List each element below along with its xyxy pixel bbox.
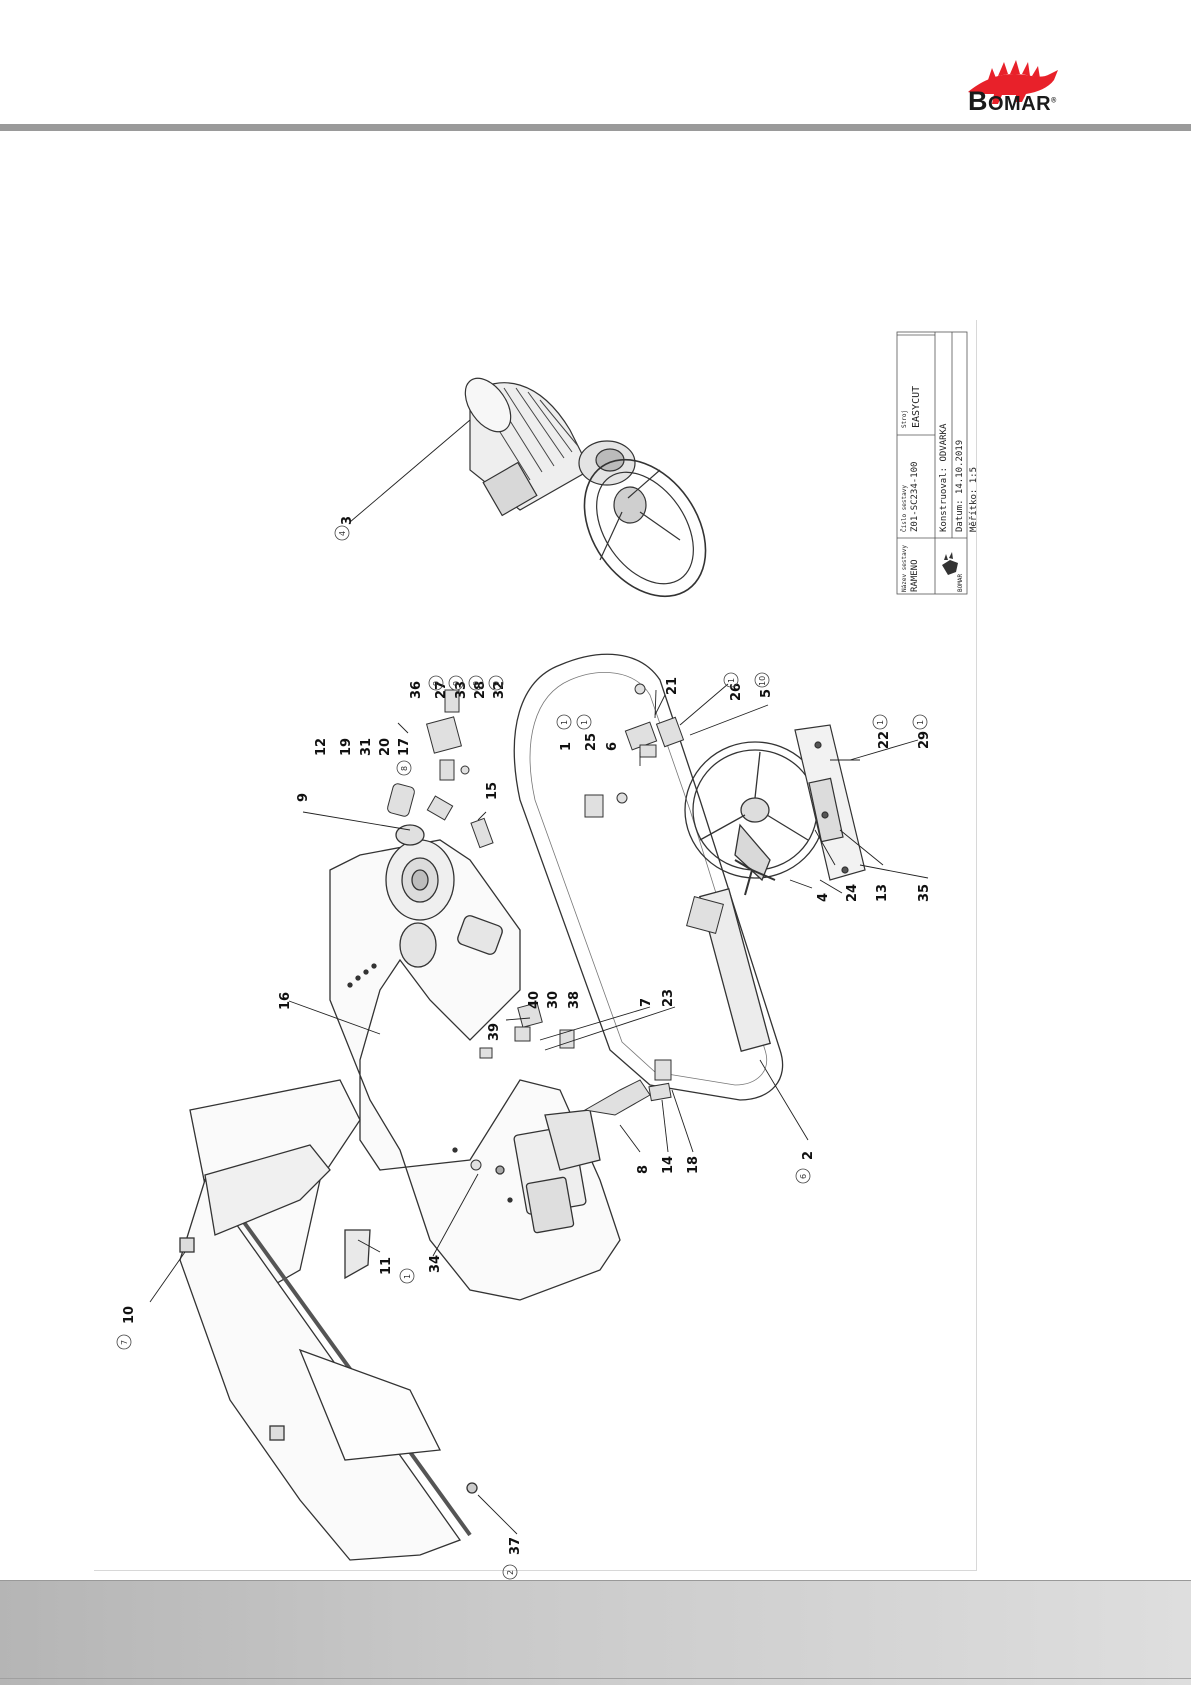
part-label-24: 24 <box>845 884 860 902</box>
part-label-7: 7 <box>639 998 654 1007</box>
qty-label-10: 7 <box>120 1340 129 1345</box>
part-label-39: 39 <box>487 1023 502 1041</box>
part-label-29: 29 <box>917 731 932 749</box>
part-label-19: 19 <box>339 738 354 756</box>
motor-gearbox-assembly <box>456 370 731 619</box>
qty-label-5: 10 <box>758 676 767 686</box>
qty-label-33: 9 <box>452 681 461 686</box>
saw-arm-frame <box>330 825 620 1300</box>
part-label-3: 3 <box>340 516 355 525</box>
part-label-31: 31 <box>359 738 374 756</box>
qty-label-2: 6 <box>799 1174 808 1179</box>
qty-label-1: 1 <box>560 720 569 725</box>
qty-label-26: 1 <box>727 678 736 683</box>
part-label-4: 4 <box>816 893 831 902</box>
part-label-9: 9 <box>296 793 311 802</box>
part-label-2: 2 <box>801 1151 816 1160</box>
part-label-5: 5 <box>759 689 774 698</box>
date: Datum: 14.10.2019 <box>955 440 965 532</box>
part-label-23: 23 <box>661 989 676 1007</box>
qty-label-29: 1 <box>916 720 925 725</box>
part-label-15: 15 <box>485 782 500 800</box>
machine-name: EASYCUT <box>911 386 922 428</box>
part-label-10: 10 <box>122 1306 137 1324</box>
blade-cover <box>180 1080 477 1560</box>
qty-label-17: 8 <box>400 766 409 771</box>
qty-label-3: 4 <box>338 531 347 536</box>
part-label-13: 13 <box>875 884 890 902</box>
part-label-18: 18 <box>686 1156 701 1174</box>
part-label-17: 17 <box>397 738 412 756</box>
quantity-markers <box>117 526 927 1579</box>
assembly-number: Z01-SC234-100 <box>910 462 920 532</box>
quantity-labels: 4 8 9 9 9 9 1 1 1 10 1 1 6 7 1 2 <box>120 531 925 1575</box>
part-label-12: 12 <box>314 738 329 756</box>
qty-label-32: 9 <box>492 681 501 686</box>
qty-label-11: 1 <box>403 1274 412 1279</box>
part-label-25: 25 <box>584 733 599 751</box>
assembly-name-caption: Název sestavy <box>901 545 908 592</box>
part-label-1: 1 <box>559 742 574 751</box>
part-label-6: 6 <box>605 742 620 751</box>
machine-caption: Stroj <box>901 410 908 428</box>
part-label-38: 38 <box>567 991 582 1009</box>
part-label-20: 20 <box>378 738 393 756</box>
scale: Měřítko: 1:5 <box>969 467 979 532</box>
part-label-36: 36 <box>409 681 424 699</box>
part-label-35: 35 <box>917 884 932 902</box>
part-label-40: 40 <box>527 991 542 1009</box>
part-label-37: 37 <box>508 1537 523 1555</box>
qty-label-27: 9 <box>432 681 441 686</box>
part-label-30: 30 <box>546 991 561 1009</box>
part-label-26: 26 <box>729 683 744 701</box>
footer-band <box>0 1580 1191 1685</box>
designer: Konstruoval: ODVARKA <box>939 423 949 532</box>
part-label-16: 16 <box>278 992 293 1010</box>
qty-label-22: 1 <box>876 720 885 725</box>
part-label-8: 8 <box>636 1165 651 1174</box>
part-label-14: 14 <box>661 1156 676 1174</box>
part-label-34: 34 <box>428 1255 443 1273</box>
part-label-21: 21 <box>665 677 680 695</box>
qty-label-37: 2 <box>506 1570 515 1575</box>
qty-label-25: 1 <box>580 720 589 725</box>
assembly-number-caption: Číslo sestavy <box>901 485 908 532</box>
part-label-22: 22 <box>877 731 892 749</box>
title-block-logo-text: BOMAR <box>957 574 964 592</box>
assembly-name: RAMENO <box>910 559 920 592</box>
part-label-11: 11 <box>379 1257 394 1275</box>
qty-label-28: 9 <box>472 681 481 686</box>
